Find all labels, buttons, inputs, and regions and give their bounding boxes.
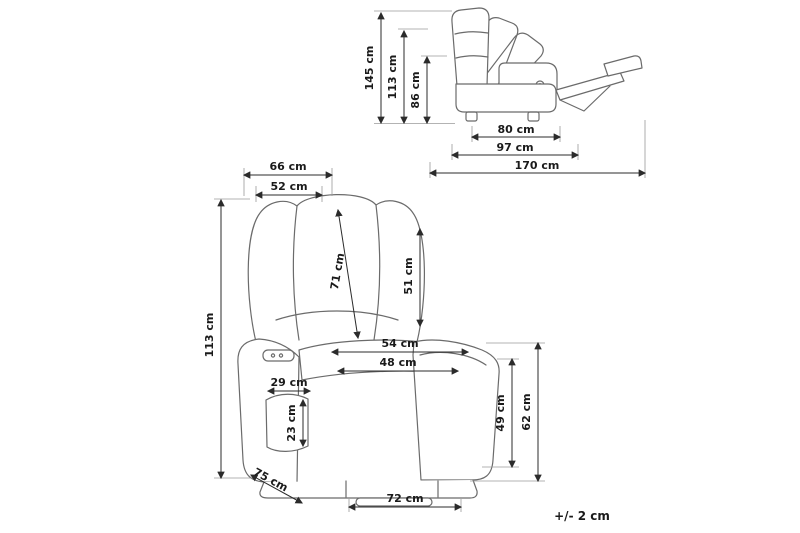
side-pocket — [265, 393, 309, 452]
dim-side-seat-depth: 80 cm — [470, 123, 562, 141]
dim-front-pocket-width: 29 cm — [266, 376, 312, 395]
right-armrest — [412, 339, 500, 481]
footrest-pad — [603, 55, 643, 77]
dim-label-seat-width-outer: 54 cm — [381, 337, 418, 350]
dim-side-overall-depth: 97 cm — [450, 141, 580, 159]
dim-front-armrest-height: 62 cm — [520, 341, 542, 483]
control-button-2 — [278, 353, 284, 358]
backrest-upright — [451, 7, 490, 87]
dim-side-backrest-height: 113 cm — [386, 29, 408, 125]
dim-label-overall-height: 113 cm — [203, 313, 216, 358]
dim-label-side-reclined-length: 170 cm — [515, 159, 560, 172]
backrest-seam-left — [292, 205, 300, 341]
foot-rear — [465, 111, 478, 122]
dim-front-seat-width-outer: 54 cm — [330, 337, 470, 356]
front-view-drawing — [237, 194, 500, 507]
dimension-line — [335, 208, 361, 340]
dim-label-side-overall-depth: 97 cm — [496, 141, 533, 154]
dim-side-total-height: 145 cm — [363, 11, 385, 125]
backrest-cushion-seams — [454, 31, 489, 59]
dim-label-side-backrest-height: 113 cm — [386, 55, 399, 100]
dim-label-side-armrest-height: 86 cm — [409, 71, 422, 108]
dim-label-pocket-width: 29 cm — [270, 376, 307, 389]
tolerance-note: +/- 2 cm — [554, 509, 610, 523]
footrest-slat — [555, 71, 625, 101]
dim-front-base-width: 72 cm — [347, 492, 463, 511]
seat-body-side — [455, 83, 557, 113]
dim-front-backrest-inner-height: 51 cm — [402, 227, 424, 328]
dim-side-reclined-length: 170 cm — [428, 159, 647, 177]
footrest-linkage — [559, 85, 611, 112]
dim-label-top-width-outer: 66 cm — [269, 160, 306, 173]
dim-front-seat-height: 49 cm — [494, 357, 516, 469]
dim-front-top-width-outer: 66 cm — [242, 160, 334, 179]
dim-label-side-seat-depth: 80 cm — [497, 123, 534, 136]
footrest-panel-seams — [345, 480, 439, 498]
dim-label-base-width: 72 cm — [386, 492, 423, 505]
control-panel — [262, 349, 295, 362]
dim-side-armrest-height: 86 cm — [409, 55, 431, 125]
dim-label-pocket-height: 23 cm — [285, 404, 298, 441]
dim-label-armrest-height: 62 cm — [520, 393, 533, 430]
dim-label-seat-width-inner: 48 cm — [379, 356, 416, 369]
dimension-line — [250, 474, 303, 504]
dim-label-top-width-inner: 52 cm — [270, 180, 307, 193]
base-front — [259, 479, 478, 499]
dim-front-overall-height: 113 cm — [203, 198, 225, 480]
control-button-1 — [270, 353, 276, 358]
side-view-drawing — [451, 7, 643, 122]
dim-front-top-width-inner: 52 cm — [254, 180, 324, 199]
dim-front-backrest-diagonal: 71 cm — [328, 208, 361, 340]
dim-label-side-total-height: 145 cm — [363, 46, 376, 91]
dim-label-seat-height: 49 cm — [494, 394, 507, 431]
dim-label-backrest-diagonal: 71 cm — [328, 252, 347, 291]
dim-label-backrest-inner-height: 51 cm — [402, 257, 415, 294]
backrest-seam-right — [373, 204, 381, 341]
dim-front-pocket-height: 23 cm — [285, 398, 307, 448]
foot-front — [527, 111, 540, 122]
dim-front-seat-width-inner: 48 cm — [336, 356, 460, 375]
